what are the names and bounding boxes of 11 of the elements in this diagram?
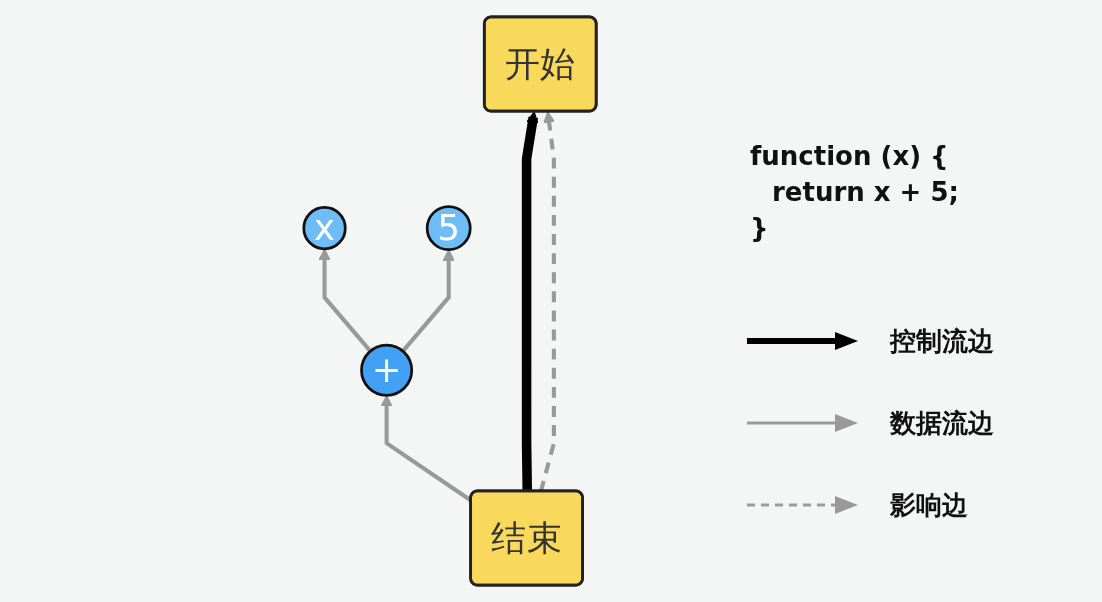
node-circle: x — [302, 206, 347, 251]
legend-label: 数据流边 — [890, 406, 994, 440]
legend-label: 控制流边 — [890, 324, 994, 358]
code-line: return x + 5; — [771, 177, 959, 207]
code-line: function (x) { — [750, 141, 950, 171]
node-circle: + — [360, 343, 414, 397]
arrow — [318, 248, 372, 353]
arrow — [401, 249, 455, 353]
legend-label: 影响边 — [890, 488, 968, 522]
node-circle: 5 — [425, 205, 472, 251]
code-line: } — [750, 213, 770, 243]
